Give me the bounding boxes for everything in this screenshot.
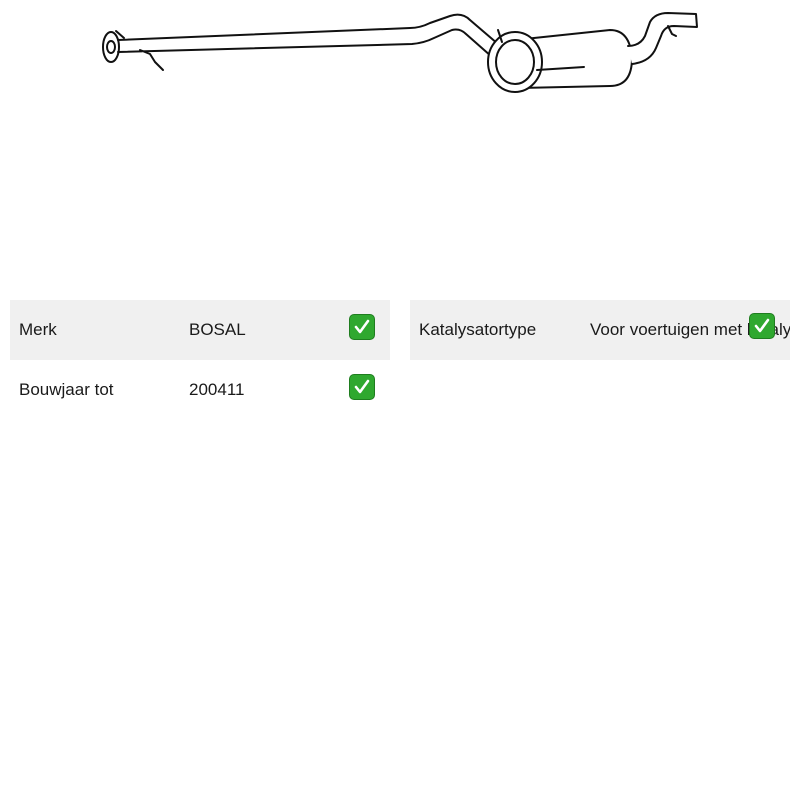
spec-table-right: Katalysatortype Voor voertuigen met kata… xyxy=(410,300,790,360)
spec-label: Bouwjaar tot xyxy=(19,380,114,399)
check-mark-icon xyxy=(349,374,375,400)
spec-value: 200411 xyxy=(189,380,245,399)
spec-value: Voor voertuigen met katalysator xyxy=(590,320,790,339)
spec-row-katalysatortype: Katalysatortype Voor voertuigen met kata… xyxy=(410,300,790,360)
spec-table-left: Merk BOSAL Bouwjaar tot 200411 xyxy=(10,300,390,420)
spec-row-merk: Merk BOSAL xyxy=(10,300,390,360)
product-image xyxy=(102,12,698,93)
spec-label: Merk xyxy=(19,320,57,339)
spec-row-bouwjaar-tot: Bouwjaar tot 200411 xyxy=(10,360,390,420)
spec-value: BOSAL xyxy=(189,320,246,339)
check-mark-icon xyxy=(349,314,375,340)
spec-label: Katalysatortype xyxy=(419,320,537,339)
check-mark-icon xyxy=(749,313,775,339)
